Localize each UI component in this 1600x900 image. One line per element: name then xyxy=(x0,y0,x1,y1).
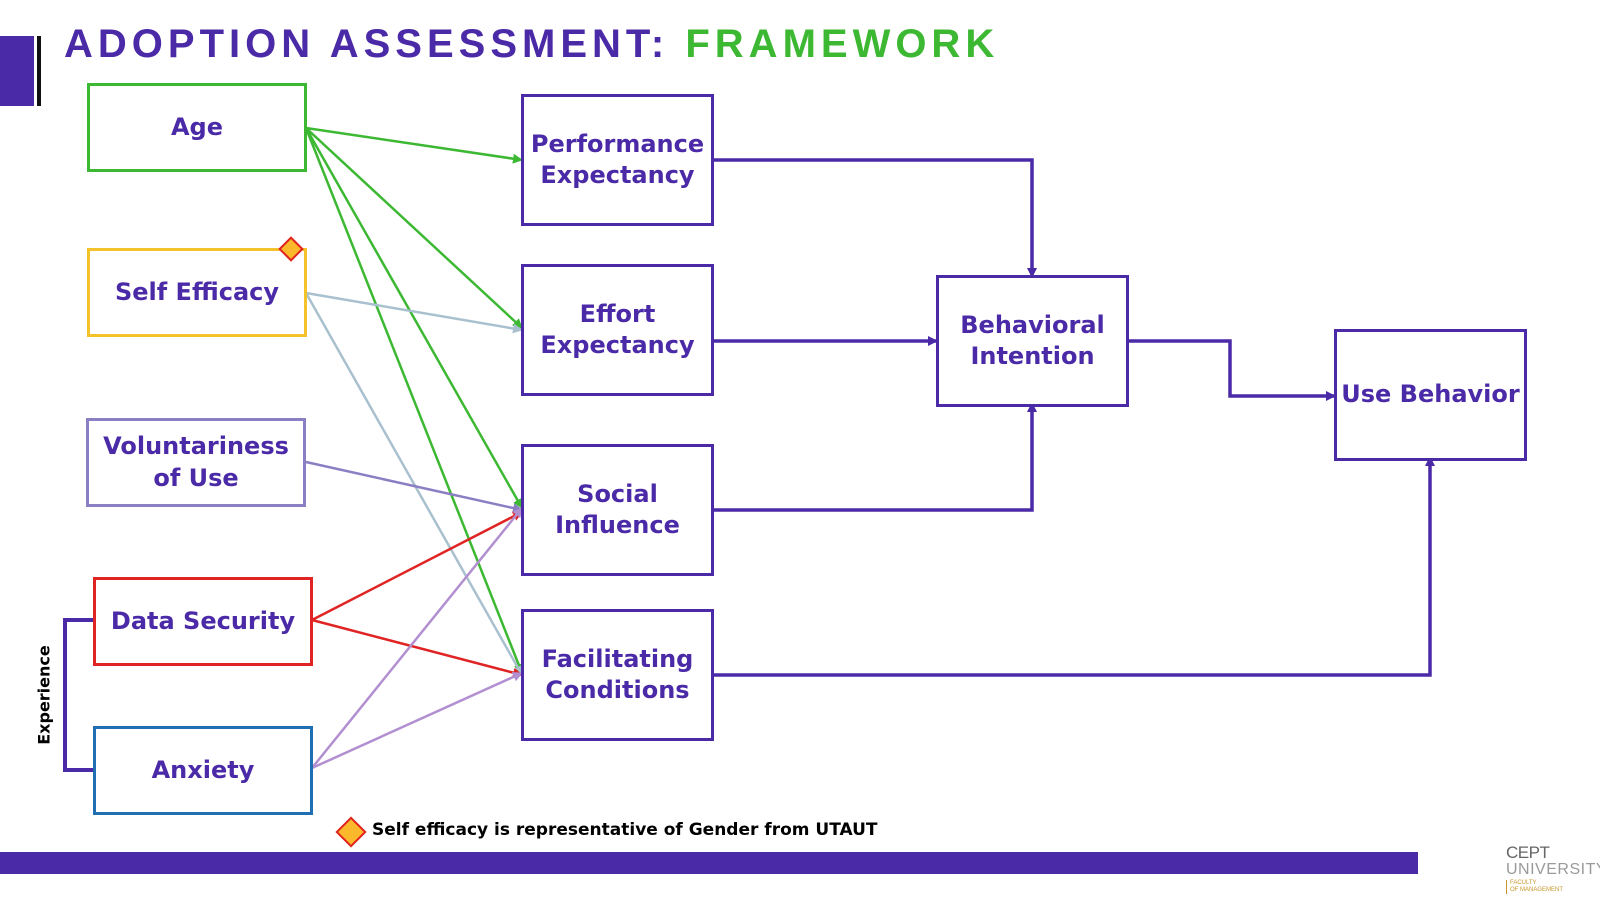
intention-connectors xyxy=(708,158,1435,677)
anxiety-arrows xyxy=(311,507,523,770)
self-efficacy-box: Self Efficacy xyxy=(87,248,307,337)
social-influence-box: Social Influence xyxy=(521,444,714,576)
use-behavior-box: Use Behavior xyxy=(1334,329,1527,461)
behavioral-intention-label: Behavioral Intention xyxy=(960,310,1105,370)
data-security-label: Data Security xyxy=(110,606,296,635)
anxiety-box: Anxiety xyxy=(93,726,313,815)
logo-line-1: CEPT xyxy=(1506,843,1550,862)
arrow-age-effort xyxy=(305,127,523,329)
self-efficacy-label: Self Efficacy xyxy=(114,277,280,306)
arrow-age-facilitating xyxy=(304,127,524,674)
university-logo: CEPT UNIVERSITY FACULTY OF MANAGEMENT xyxy=(1506,844,1600,896)
social-influence-label: Social Influence xyxy=(555,479,680,539)
connector-performance-intention xyxy=(714,158,1037,278)
voluntariness-label: Voluntariness of Use xyxy=(103,432,289,492)
age-label: Age xyxy=(170,112,224,141)
data-security-arrows xyxy=(311,510,523,678)
behavioral-intention-box: Behavioral Intention xyxy=(936,275,1129,407)
arrow-anxiety-social xyxy=(311,507,523,769)
facilitating-conditions-label: Facilitating Conditions xyxy=(541,644,694,704)
connector-social-intention xyxy=(714,402,1037,512)
self-efficacy-arrows xyxy=(304,291,524,676)
title-accent: FRAMEWORK xyxy=(685,22,1000,66)
page-title: ADOPTION ASSESSMENT: FRAMEWORK xyxy=(64,22,999,67)
arrow-selfefficacy-facilitating xyxy=(304,292,524,676)
experience-bracket xyxy=(63,618,94,772)
title-main: ADOPTION ASSESSMENT: xyxy=(64,22,686,66)
connector-facilitating-use xyxy=(714,456,1435,677)
arrow-datasecurity-social xyxy=(311,510,523,622)
arrow-selfefficacy-effort xyxy=(305,291,523,334)
effort-expectancy-box: Effort Expectancy xyxy=(521,264,714,396)
age-arrows xyxy=(304,126,524,674)
logo-line-3: FACULTY OF MANAGEMENT xyxy=(1506,880,1600,894)
data-security-box: Data Security xyxy=(93,577,313,666)
voluntariness-box: Voluntariness of Use xyxy=(86,418,306,507)
anxiety-label: Anxiety xyxy=(151,755,255,784)
connector-intention-use xyxy=(1128,339,1336,401)
title-accent-bar xyxy=(0,36,34,106)
arrow-datasecurity-facilitating xyxy=(311,618,523,678)
performance-expectancy-box: Performance Expectancy xyxy=(521,94,714,226)
use-behavior-label: Use Behavior xyxy=(1341,380,1520,409)
footer-bar xyxy=(0,852,1418,874)
arrow-age-performance xyxy=(305,126,523,164)
experience-label: Experience xyxy=(34,645,54,745)
facilitating-conditions-box: Facilitating Conditions xyxy=(521,609,714,741)
title-accent-line xyxy=(37,36,41,106)
age-box: Age xyxy=(87,83,307,172)
connector-effort-intention xyxy=(708,330,938,346)
effort-expectancy-label: Effort Expectancy xyxy=(540,299,695,359)
arrow-voluntariness-social xyxy=(305,460,523,513)
performance-expectancy-label: Performance Expectancy xyxy=(530,129,705,189)
arrow-age-social xyxy=(304,127,524,509)
footnote: Self efficacy is representative of Gende… xyxy=(372,820,878,840)
arrow-anxiety-facilitating xyxy=(311,671,523,770)
logo-line-2: UNIVERSITY xyxy=(1506,861,1600,878)
